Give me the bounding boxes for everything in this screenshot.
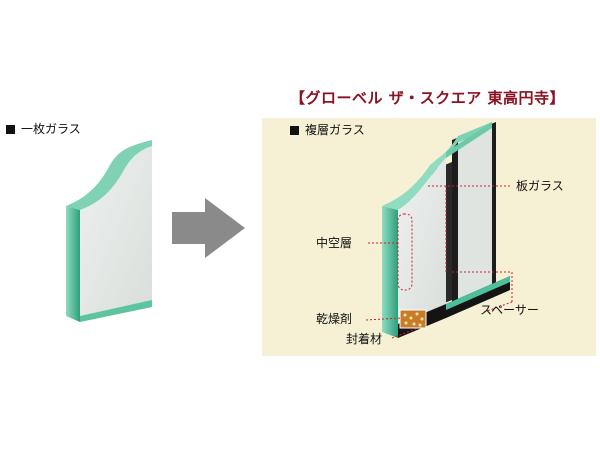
double-glass-label: 複層ガラス [290,124,365,136]
spacer-label: スペーサー [480,303,539,317]
brand-title: 【グローベル ザ・スクエア 東高円寺】 [290,89,565,107]
sealant-label: 封着材 [346,332,383,346]
hollow-layer-label: 中空層 [316,236,353,250]
square-bullet-icon [6,125,15,134]
square-bullet-icon [290,126,299,135]
double-glass-label-text: 複層ガラス [305,123,365,137]
single-glass-label: 一枚ガラス [6,123,81,135]
double-glass-cutaway [382,122,510,338]
desiccant-label: 乾燥剤 [316,312,353,326]
arrow-right-icon [172,198,245,258]
single-glass-label-text: 一枚ガラス [21,122,81,136]
single-glass-pane [66,140,152,322]
plate-glass-label: 板ガラス [516,179,564,193]
leader-lines [365,185,513,339]
